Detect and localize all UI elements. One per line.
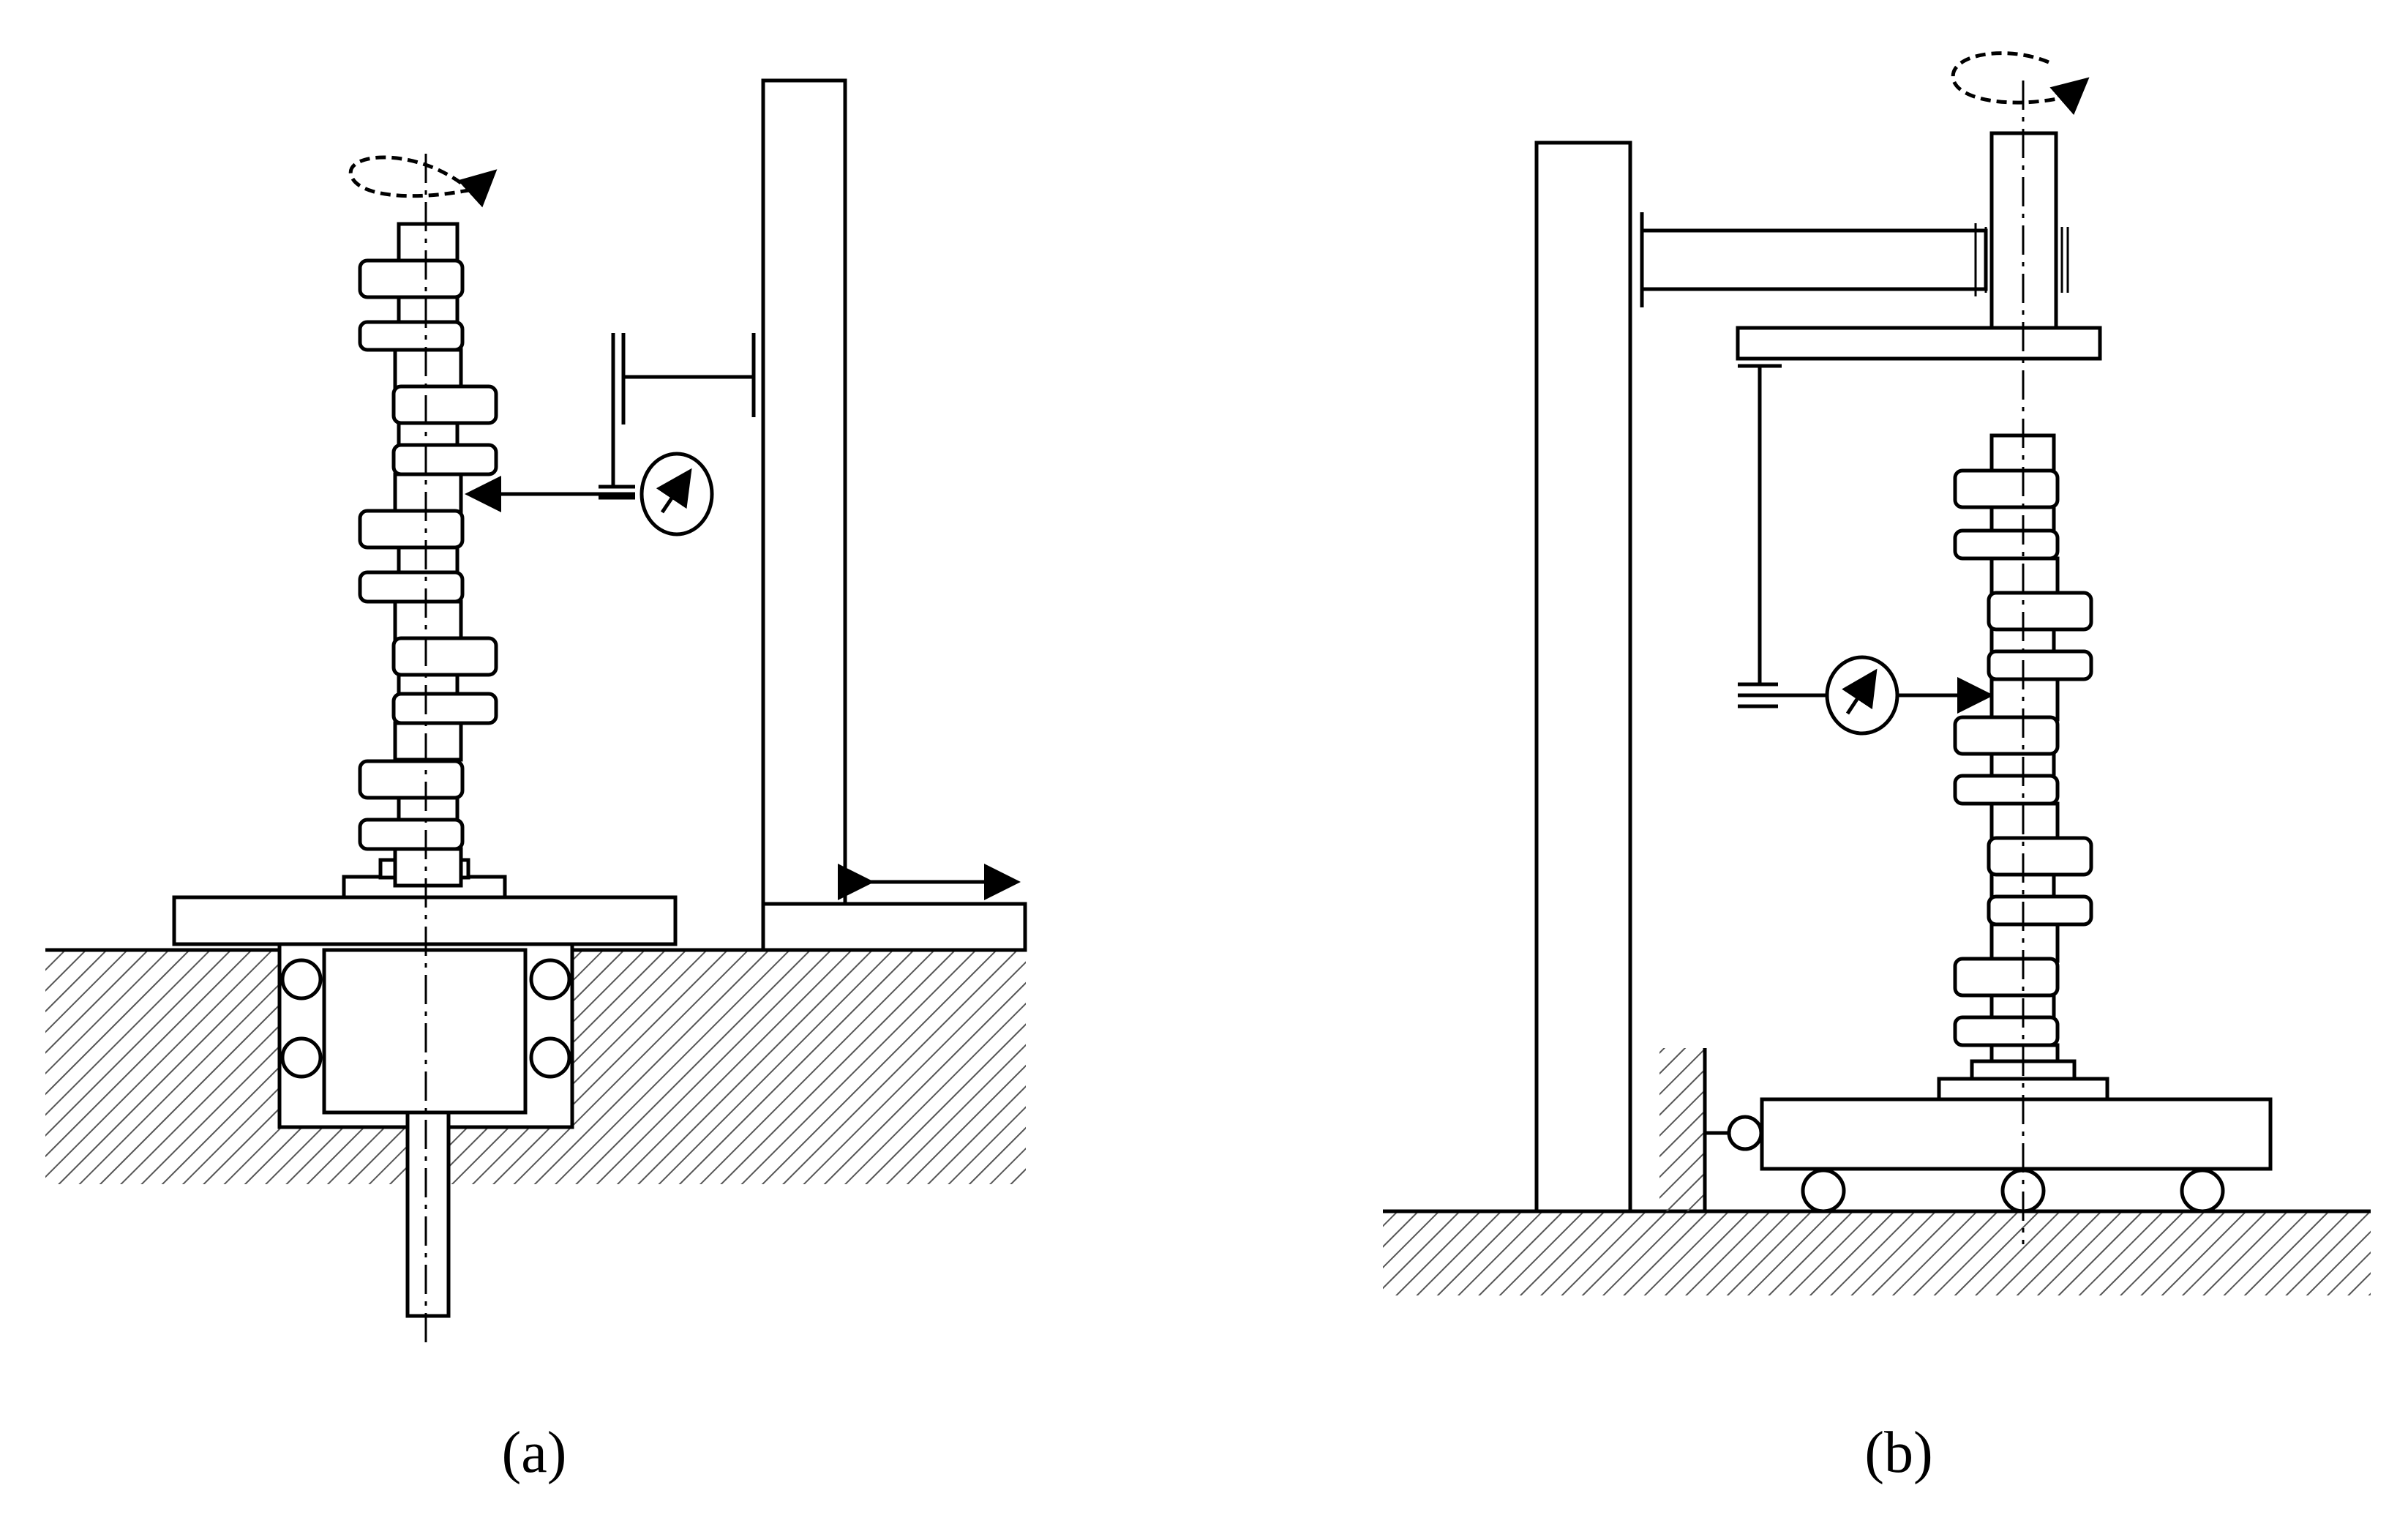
- roller-icon: [1801, 1168, 1846, 1213]
- panel-a-caption: (a): [501, 1421, 567, 1485]
- rotation-arrow-icon: [1951, 51, 2090, 116]
- ground-hatch-b: [1383, 1211, 2371, 1295]
- lower-shaft: [405, 1110, 451, 1318]
- crank-web: [358, 570, 465, 604]
- shaft-end: [397, 222, 460, 263]
- cart-platform: [1760, 1097, 2273, 1171]
- crank-web: [1987, 649, 2093, 681]
- roller-icon: [280, 958, 323, 1000]
- crank-web: [358, 818, 465, 851]
- main-journal: [393, 721, 463, 762]
- shaft-bottom: [393, 847, 463, 888]
- rotation-arrow-icon: [348, 155, 498, 208]
- dial-indicator-icon: [1825, 655, 1899, 736]
- crank-web: [391, 384, 498, 425]
- crank-web: [391, 443, 498, 476]
- panel-a: [45, 78, 1027, 1347]
- roller-icon: [529, 958, 571, 1000]
- crankshaft-a: [358, 222, 498, 888]
- main-journal: [1989, 922, 2060, 963]
- roller-icon: [2180, 1168, 2225, 1213]
- stand-column-a: [761, 78, 847, 906]
- crank-web: [1953, 774, 2060, 806]
- crank-web: [391, 636, 498, 677]
- crank-web: [358, 320, 465, 352]
- crank-web: [1953, 957, 2060, 998]
- stop-wall: [1659, 1048, 1705, 1211]
- chuck-b-lower: [1937, 1077, 2109, 1102]
- roller-bearings-a: [280, 958, 571, 1079]
- crankshaft-b: [1953, 433, 2093, 1084]
- cart-wheels: [1801, 1168, 2225, 1213]
- crank-web: [1953, 1015, 2060, 1047]
- stand-base-a: [761, 902, 1027, 952]
- crank-web: [1953, 715, 2060, 756]
- crank-web: [358, 509, 465, 550]
- stand-column-b: [1534, 141, 1632, 1213]
- crank-web: [391, 692, 498, 725]
- roller-icon: [1727, 1115, 1763, 1151]
- crossbar-b: [1736, 326, 2102, 361]
- support-arm-b: [1640, 228, 1988, 291]
- crank-web: [1953, 528, 2060, 561]
- crank-web: [1953, 468, 2060, 509]
- dial-indicator-icon: [639, 452, 714, 536]
- roller-icon: [280, 1036, 323, 1079]
- panel-b-caption: (b): [1864, 1421, 1933, 1485]
- main-journal: [1989, 677, 2060, 722]
- panel-b: [1383, 51, 2371, 1295]
- crank-web: [358, 759, 465, 800]
- crank-web: [1987, 591, 2093, 632]
- crank-web: [1987, 836, 2093, 877]
- crank-web: [1987, 894, 2093, 927]
- roller-icon: [529, 1036, 571, 1079]
- crank-web: [358, 258, 465, 299]
